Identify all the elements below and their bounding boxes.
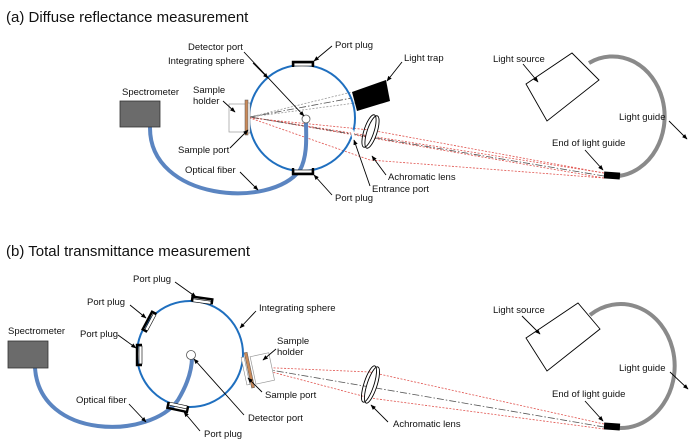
label-port-plug-bottom-b: Port plug <box>204 429 242 440</box>
panel-b-title: (b) Total transmittance measurement <box>6 243 251 260</box>
label-sample-holder-b-2: holder <box>277 347 303 358</box>
panel-b: (b) Total transmittance measurement <box>6 243 689 440</box>
label-sample-holder-a-2: holder <box>193 96 219 107</box>
sample-a <box>244 99 249 136</box>
spectrometer-a <box>119 100 161 128</box>
label-integrating-sphere-a: Integrating sphere <box>168 56 245 67</box>
spectrometer-b <box>7 340 49 369</box>
label-sample-holder-b-1: Sample <box>277 336 309 347</box>
label-port-plug-bottom-a: Port plug <box>335 193 373 204</box>
rays-a <box>249 91 605 179</box>
label-entrance-port: Entrance port <box>372 184 429 195</box>
label-sample-holder-a-1: Sample <box>193 85 225 96</box>
label-spectrometer-b: Spectrometer <box>8 326 65 337</box>
optical-fiber-b <box>33 355 194 429</box>
label-spectrometer-a: Spectrometer <box>122 87 179 98</box>
label-achromatic-lens-b: Achromatic lens <box>393 419 461 430</box>
label-integrating-sphere-b: Integrating sphere <box>259 303 336 314</box>
light-source-box <box>525 52 600 122</box>
detector-port-a <box>301 114 311 124</box>
label-optical-fiber-a: Optical fiber <box>185 165 236 176</box>
panel-a: (a) Diffuse reflectance measurement <box>6 9 688 204</box>
port-plug-bottom-b <box>165 401 190 414</box>
rays-b <box>252 366 605 430</box>
port-plug-left-upper-b <box>141 310 158 333</box>
detector-port-b <box>186 350 196 360</box>
label-end-of-light-guide-a: End of light guide <box>552 138 625 149</box>
label-light-guide-b: Light guide <box>619 363 665 374</box>
port-plug-top-b <box>190 295 214 305</box>
label-optical-fiber-b: Optical fiber <box>76 395 127 406</box>
sample-holder-a <box>228 99 251 136</box>
panel-a-title: (a) Diffuse reflectance measurement <box>6 9 249 26</box>
light-source <box>525 52 600 122</box>
port-plug-bottom-a <box>291 168 315 176</box>
achromatic-lens-a <box>361 114 380 149</box>
label-detector-port-a: Detector port <box>188 42 243 53</box>
entrance-port <box>350 129 356 141</box>
label-port-plug-top-b: Port plug <box>133 274 171 285</box>
label-light-source-a: Light source <box>493 54 545 65</box>
port-plug-top-a <box>291 60 315 67</box>
label-port-plug-left-lower-b: Port plug <box>80 329 118 340</box>
label-achromatic-lens-a: Achromatic lens <box>388 172 456 183</box>
optical-fiber-a <box>148 120 309 196</box>
label-light-trap: Light trap <box>404 53 444 64</box>
label-sample-port-a: Sample port <box>178 145 230 156</box>
label-detector-port-b: Detector port <box>248 413 303 424</box>
label-port-plug-top-a: Port plug <box>335 40 373 51</box>
label-port-plug-left-upper-b: Port plug <box>87 297 125 308</box>
light-trap <box>352 80 390 111</box>
label-end-of-light-guide-b: End of light guide <box>552 389 625 400</box>
label-light-guide-a: Light guide <box>619 112 665 123</box>
light-guide-b <box>588 302 677 431</box>
light-source-box-b <box>525 302 601 372</box>
port-plug-left-lower-b <box>135 343 143 367</box>
label-sample-port-b: Sample port <box>265 390 317 401</box>
end-of-light-guide <box>603 171 621 180</box>
achromatic-lens-b <box>360 365 381 404</box>
light-guide <box>587 54 667 178</box>
label-light-source-b: Light source <box>493 305 545 316</box>
end-of-light-guide-b <box>603 422 621 431</box>
